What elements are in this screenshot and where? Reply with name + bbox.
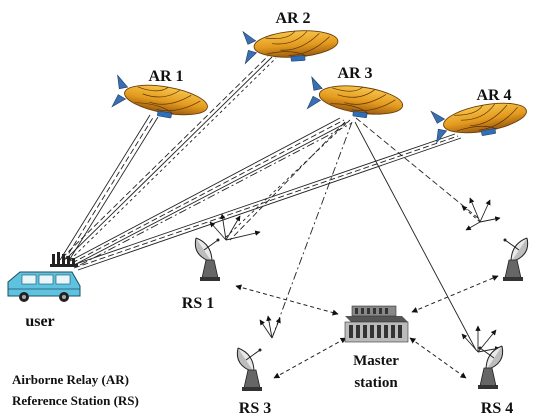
ar3-station-links bbox=[224, 117, 479, 351]
rs1-signal-arrows bbox=[209, 213, 261, 241]
master-station-links bbox=[235, 275, 499, 379]
rs3-signal-arrows bbox=[259, 315, 281, 339]
ar2-label: AR 2 bbox=[275, 10, 310, 27]
satellite-dish-icon bbox=[477, 345, 504, 390]
legend-line-rs: Reference Station (RS) bbox=[12, 393, 139, 408]
ar1-label: AR 1 bbox=[148, 68, 183, 85]
user-link-lines bbox=[59, 55, 462, 271]
airborne-relay-ar2: AR 2 bbox=[242, 10, 340, 66]
master-station: Master station bbox=[344, 305, 409, 391]
building-icon bbox=[344, 305, 409, 343]
van-icon bbox=[7, 271, 81, 302]
legend: Airborne Relay (AR) Reference Station (R… bbox=[12, 372, 139, 408]
airship-icon bbox=[242, 24, 340, 66]
ar4-label: AR 4 bbox=[476, 87, 511, 104]
airborne-relay-ar3: AR 3 bbox=[306, 65, 406, 124]
master-label-line1: Master bbox=[353, 353, 399, 369]
antenna-array-icon bbox=[50, 252, 78, 267]
reference-station-rs1: RS 1 bbox=[182, 237, 221, 312]
rs4-label: RS 4 bbox=[481, 400, 513, 417]
airborne-relay-ar4: AR 4 bbox=[430, 87, 530, 145]
airborne-relay-ar1: AR 1 bbox=[111, 68, 211, 125]
reference-station-rs3: RS 3 bbox=[236, 347, 271, 417]
satellite-dish-icon bbox=[236, 347, 263, 392]
rs4-signal-arrows bbox=[461, 197, 501, 231]
reference-station-rs4: RS 4 bbox=[477, 345, 513, 417]
master-label-line2: station bbox=[354, 375, 398, 391]
reference-station-rs2 bbox=[502, 237, 529, 282]
airship-icon bbox=[306, 76, 406, 124]
rs1-label: RS 1 bbox=[182, 295, 214, 312]
user-label: user bbox=[25, 313, 54, 330]
user-vehicle: user bbox=[7, 252, 81, 330]
legend-line-ar: Airborne Relay (AR) bbox=[12, 372, 129, 387]
ar3-label: AR 3 bbox=[337, 65, 372, 82]
satellite-dish-icon bbox=[502, 237, 529, 282]
satellite-dish-icon bbox=[194, 237, 221, 282]
rs3-label: RS 3 bbox=[239, 400, 271, 417]
